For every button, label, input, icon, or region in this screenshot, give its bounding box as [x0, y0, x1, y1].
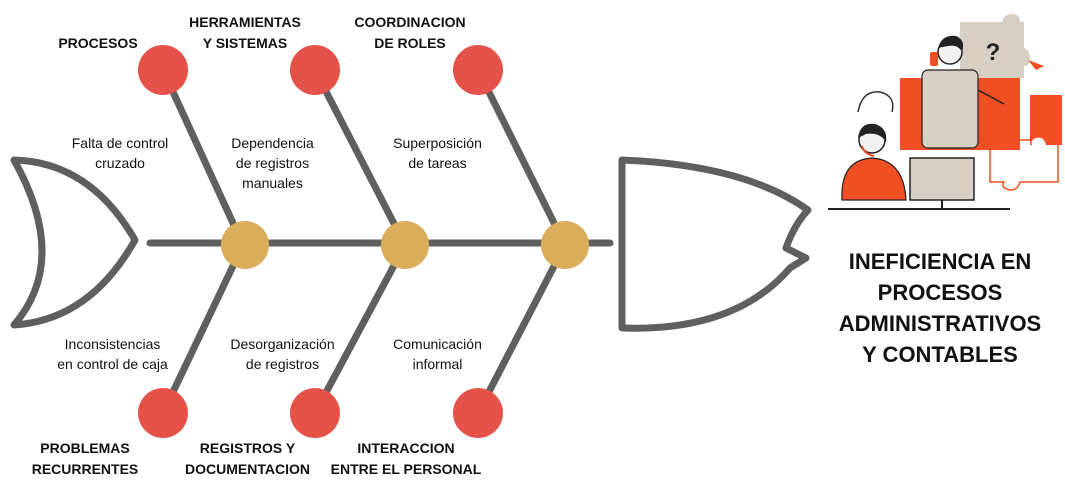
bone-problemas [159, 241, 247, 417]
node-interaccion [453, 388, 503, 438]
problem-statement: INEFICIENCIA EN PROCESOS ADMINISTRATIVOS… [820, 246, 1060, 370]
cause-label-falta-control: Falta de control cruzado [50, 133, 190, 173]
monitor [909, 157, 975, 201]
junction-1 [221, 221, 269, 269]
problem-line: Y CONTABLES [862, 342, 1018, 367]
cause-line: manuales [242, 175, 303, 191]
cause-line: de registros [235, 155, 310, 171]
cause-label-inconsistencias: Inconsistencias en control de caja [40, 334, 185, 374]
cause-line: Falta de control [71, 135, 169, 151]
category-line: DOCUMENTACION [185, 461, 310, 477]
node-procesos [138, 45, 188, 95]
cause-line: en control de caja [57, 356, 168, 372]
puzzle-piece-orange [1030, 95, 1062, 145]
cause-label-desorganizacion: Desorganización de registros [215, 334, 350, 374]
cause-label-superposicion: Superposición de tareas [375, 133, 500, 173]
node-coordinacion [453, 45, 503, 95]
category-line: COORDINACION [354, 14, 466, 30]
category-line: INTERACCION [357, 440, 455, 456]
standing-woman-body [921, 69, 979, 149]
category-line: RECURRENTES [31, 461, 139, 477]
category-line: DE ROLES [374, 35, 446, 51]
bone-interaccion [474, 241, 569, 417]
problem-line: PROCESOS [877, 280, 1003, 305]
problem-line: ADMINISTRATIVOS [838, 311, 1042, 336]
office-workers-illustration: ? [828, 14, 1062, 210]
category-label-registros: REGISTROS Y DOCUMENTACION [175, 438, 320, 480]
cause-line: Dependencia [231, 135, 314, 151]
node-registros [290, 388, 340, 438]
bone-registros [311, 241, 409, 417]
cursor-arrow-icon [1028, 60, 1044, 70]
puzzle-piece-beige [960, 14, 1030, 78]
problem-line: INEFICIENCIA EN [848, 249, 1032, 274]
cause-line: de registros [245, 356, 320, 372]
headset-icon [861, 145, 875, 157]
bone-coordinacion [474, 66, 569, 249]
category-label-interaccion: INTERACCION ENTRE EL PERSONAL [326, 438, 486, 480]
fish-head [618, 156, 812, 332]
cause-line: Inconsistencias [64, 336, 161, 352]
cause-line: Desorganización [230, 336, 335, 352]
category-label-procesos: PROCESOS [38, 33, 158, 54]
category-label-herramientas: HERRAMIENTAS Y SISTEMAS [175, 12, 315, 54]
cause-line: de tareas [408, 155, 467, 171]
sitting-woman-body [841, 157, 907, 201]
category-line: ENTRE EL PERSONAL [330, 461, 482, 477]
cause-line: informal [412, 356, 463, 372]
category-line: HERRAMIENTAS [189, 14, 301, 30]
category-label-coordinacion: COORDINACION DE ROLES [340, 12, 480, 54]
junction-2 [381, 221, 429, 269]
bone-procesos [159, 66, 247, 249]
category-line: Y SISTEMAS [202, 35, 288, 51]
category-line: PROBLEMAS [40, 440, 130, 456]
category-line: REGISTROS Y [199, 440, 296, 456]
bone-herramientas [311, 66, 409, 249]
cause-line: Superposición [393, 135, 482, 151]
question-mark-icon: ? [986, 39, 1001, 66]
fish-tail [10, 156, 139, 329]
cause-line: cruzado [95, 155, 145, 171]
category-line: PROCESOS [58, 35, 138, 51]
cause-label-comunicacion: Comunicación informal [375, 334, 500, 374]
scribble-decoration [857, 91, 894, 113]
cause-line: Comunicación [393, 336, 482, 352]
junction-3 [541, 221, 589, 269]
cause-label-dependencia: Dependencia de registros manuales [210, 133, 335, 193]
phone-icon [930, 52, 938, 66]
node-problemas [138, 388, 188, 438]
standing-woman-hair [938, 35, 964, 52]
standing-woman-arm [977, 89, 1005, 105]
node-herramientas [290, 45, 340, 95]
category-label-problemas: PROBLEMAS RECURRENTES [20, 438, 150, 480]
sitting-woman-hair [858, 123, 887, 142]
